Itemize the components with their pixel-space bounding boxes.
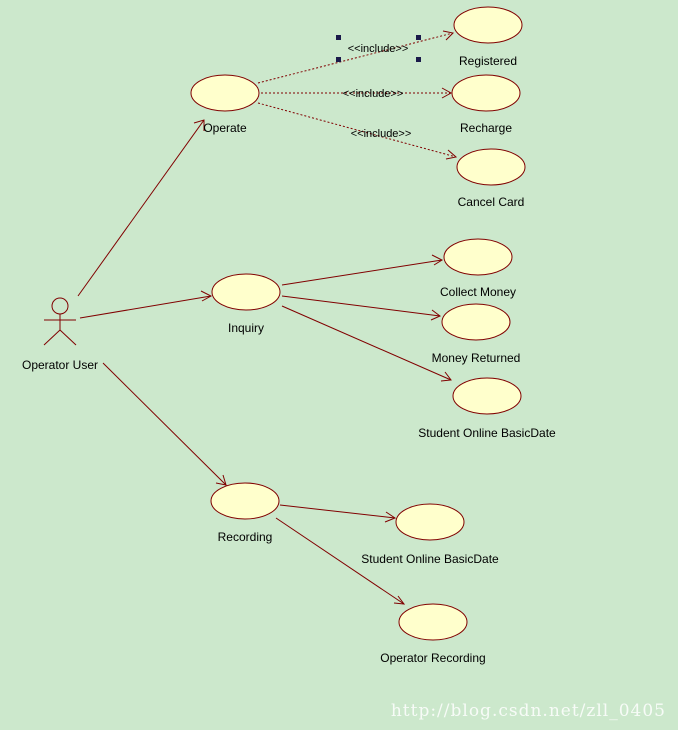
association-money-returned <box>281 295 441 321</box>
include-label-registered: <<include>> <box>348 43 409 55</box>
include-label-recharge: <<include>> <box>343 88 404 100</box>
association-operator-recording <box>275 517 406 605</box>
actor-right-leg <box>59 329 77 346</box>
use-case-recording[interactable] <box>210 482 280 520</box>
use-case-recording-label: Recording <box>218 530 273 544</box>
use-case-operator-recording[interactable] <box>398 603 468 641</box>
use-case-student-online-basicdate-inquiry[interactable] <box>452 377 522 415</box>
include-cancel-card <box>257 102 458 160</box>
association-student-online-basicdate-recording <box>279 504 397 523</box>
watermark: http://blog.csdn.net/zll_0405 <box>391 701 666 721</box>
association-student-online-basicdate-inquiry <box>281 305 452 382</box>
actor-label: Operator User <box>22 358 98 372</box>
selection-handles[interactable] <box>336 35 421 62</box>
use-case-money-returned[interactable] <box>441 303 511 341</box>
use-case-recharge-label: Recharge <box>460 121 512 135</box>
use-case-registered[interactable] <box>453 6 523 44</box>
association-operate <box>77 119 205 297</box>
association-recording <box>102 362 227 486</box>
use-case-student-online-basicdate-inquiry-label: Student Online BasicDate <box>418 426 556 440</box>
association-collect-money <box>281 254 444 286</box>
use-case-operator-recording-label: Operator Recording <box>380 651 485 665</box>
use-case-cancel-card[interactable] <box>456 148 526 186</box>
use-case-recharge[interactable] <box>451 74 521 112</box>
use-case-collect-money[interactable] <box>443 238 513 276</box>
use-case-registered-label: Registered <box>459 54 517 68</box>
use-case-cancel-card-label: Cancel Card <box>458 195 525 209</box>
use-case-student-online-basicdate-recording[interactable] <box>395 503 465 541</box>
association-inquiry <box>79 290 213 319</box>
include-registered <box>257 30 455 84</box>
use-case-money-returned-label: Money Returned <box>432 351 521 365</box>
use-case-operate[interactable] <box>190 74 260 112</box>
include-label-cancel-card: <<include>> <box>351 128 412 140</box>
use-case-inquiry-label: Inquiry <box>228 321 264 335</box>
use-case-collect-money-label: Collect Money <box>440 285 516 299</box>
actor-left-leg <box>43 329 61 346</box>
actor-head <box>51 297 69 315</box>
include-recharge <box>261 87 453 99</box>
use-case-operate-label: Operate <box>203 121 247 135</box>
use-case-student-online-basicdate-recording-label: Student Online BasicDate <box>361 552 499 566</box>
actor-operator-user[interactable] <box>43 297 77 346</box>
use-case-inquiry[interactable] <box>211 273 281 311</box>
